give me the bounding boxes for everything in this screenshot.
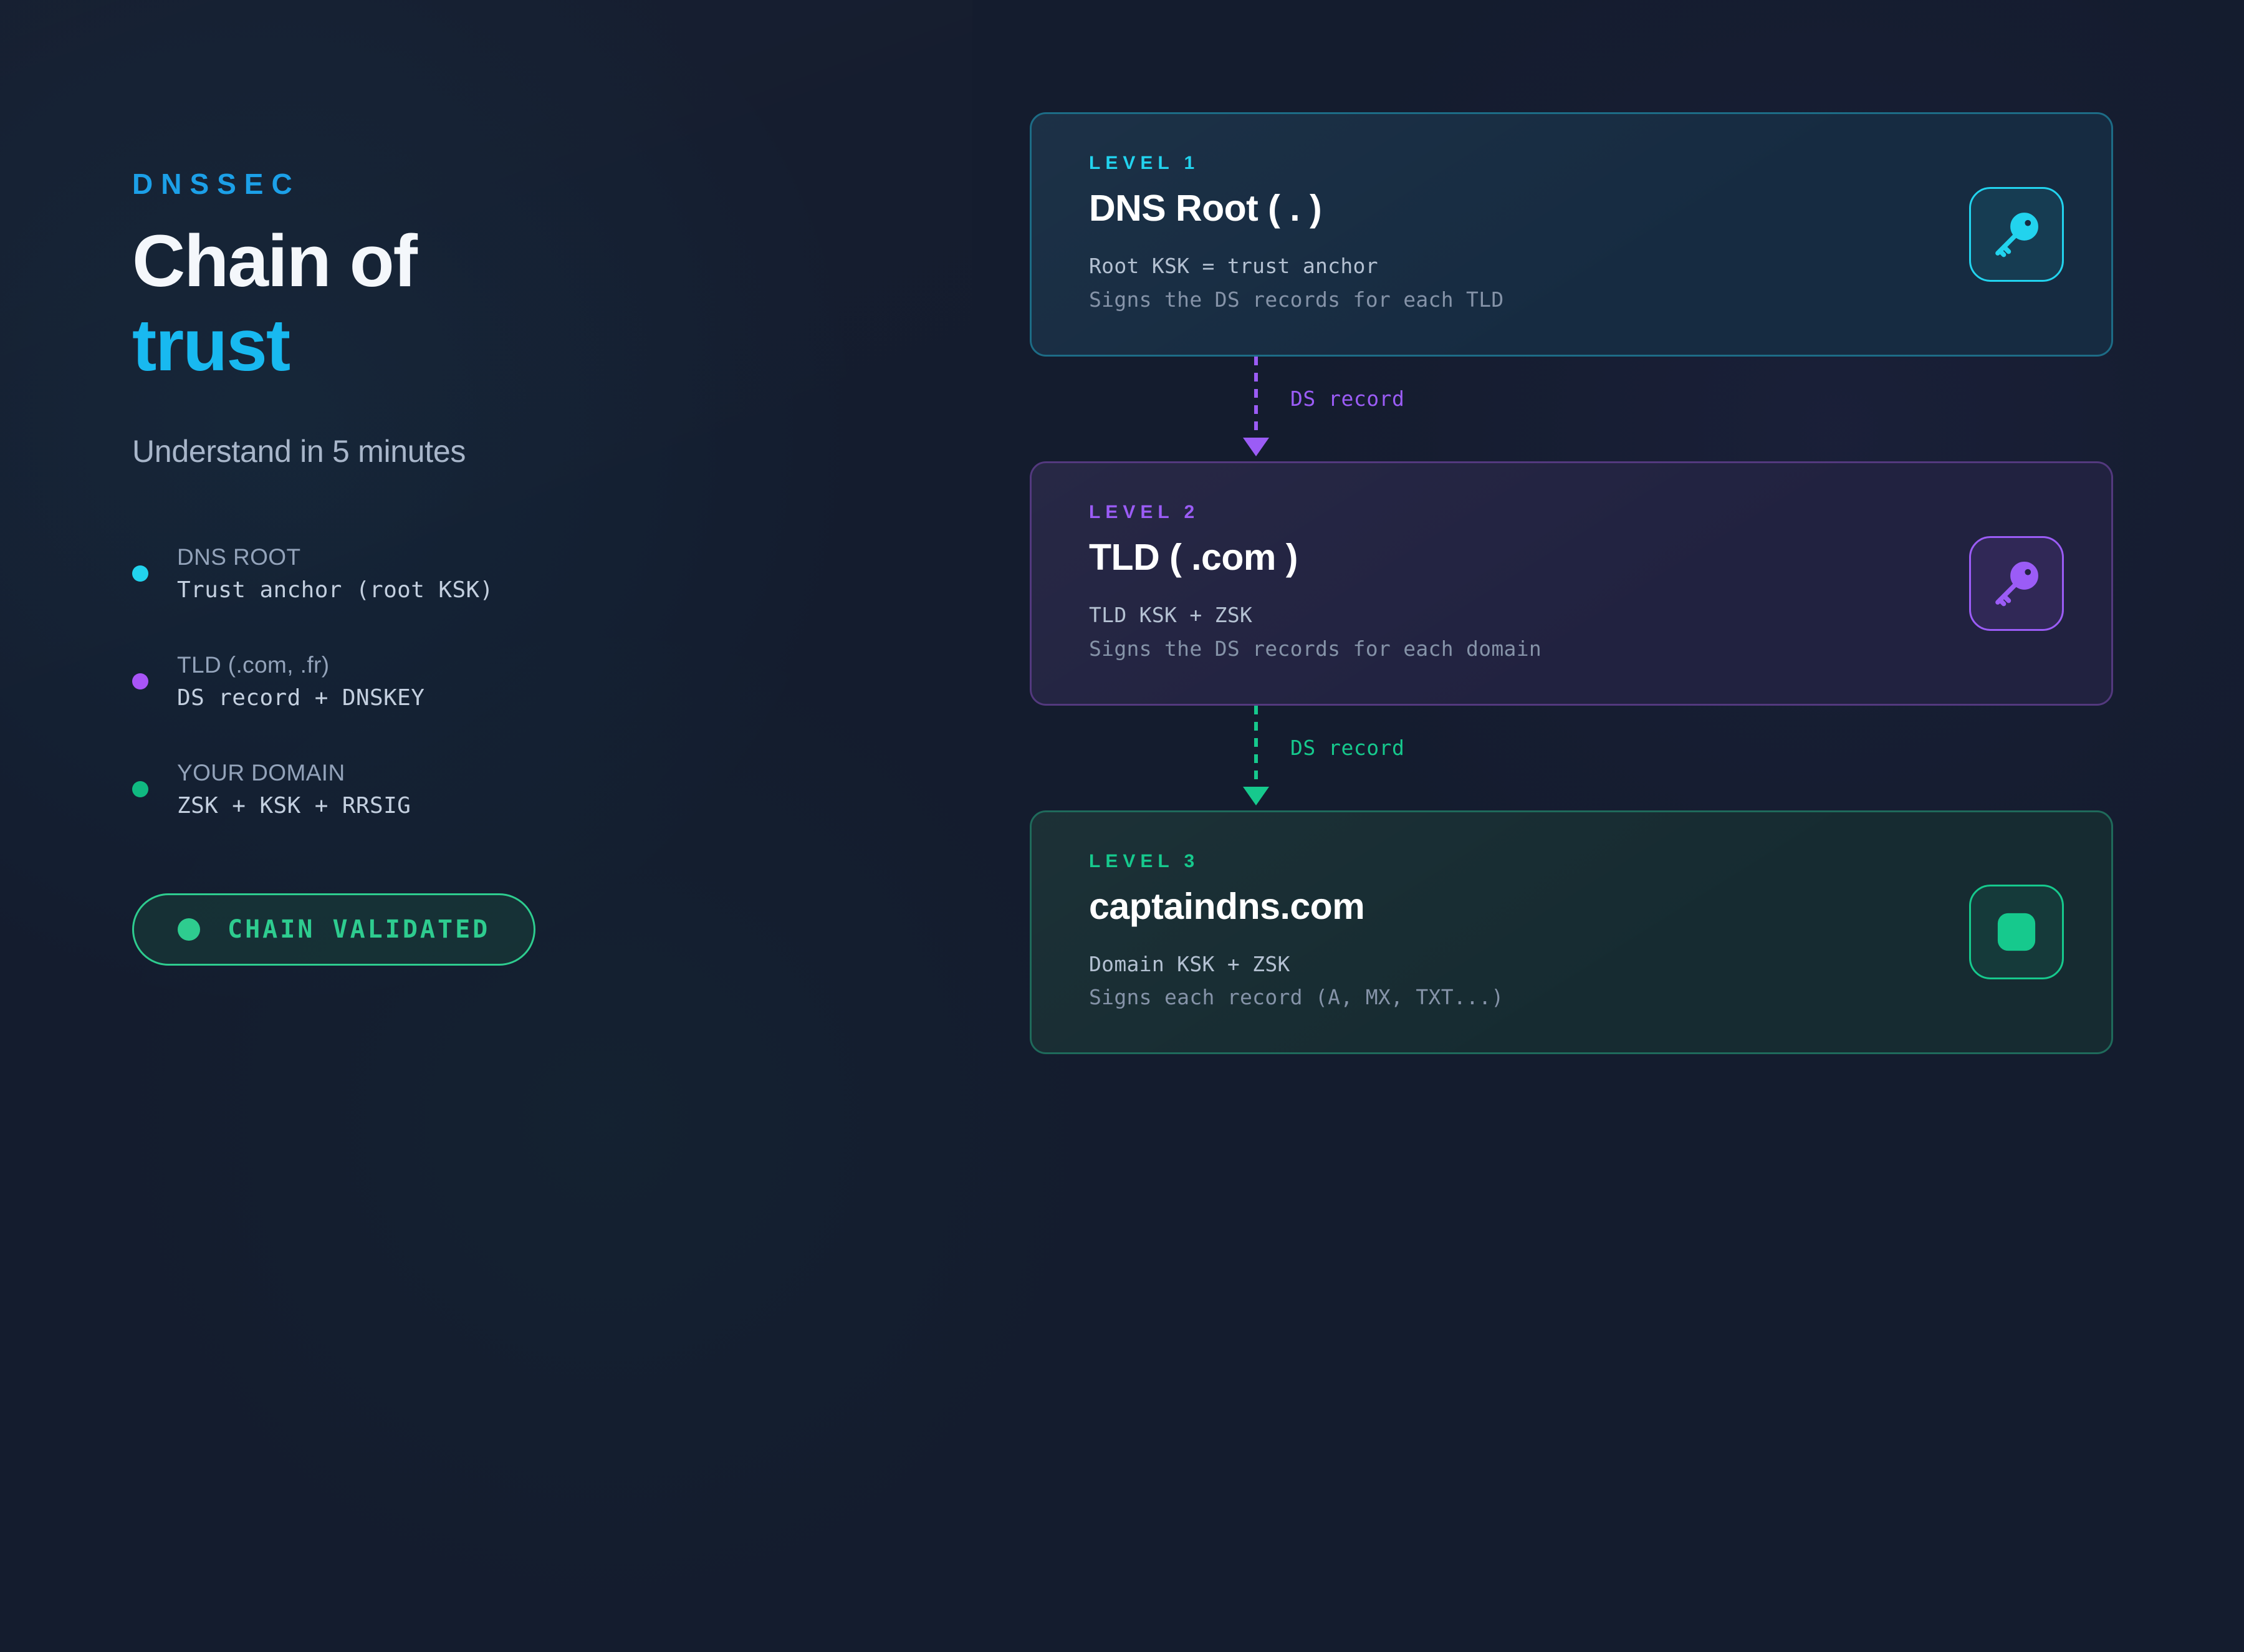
fact-label: TLD (.com, .fr) bbox=[177, 651, 330, 678]
card-body: LEVEL 2 TLD ( .com ) TLD KSK + ZSK Signs… bbox=[1089, 502, 2065, 664]
card-level-label: LEVEL 3 bbox=[1089, 850, 1200, 872]
connector-arrow-icon bbox=[1243, 786, 1269, 805]
connector-label: DS record bbox=[1290, 735, 1405, 760]
fact-value: Trust anchor (root KSK) bbox=[177, 577, 494, 603]
hero-panel: DNSSEC Chain of trust Understand in 5 mi… bbox=[132, 167, 942, 966]
connector-level-1-to-2: DS record bbox=[1030, 356, 2113, 461]
card-meta-primary: TLD KSK + ZSK bbox=[1089, 602, 1253, 627]
page-subtitle: Understand in 5 minutes bbox=[132, 433, 466, 469]
card-meta-secondary: Signs the DS records for each domain bbox=[1089, 636, 1542, 661]
chain-of-trust-column: LEVEL 1 DNS Root ( . ) Root KSK = trust … bbox=[1030, 112, 2113, 1055]
bullet-dot-icon bbox=[132, 565, 148, 582]
card-body: LEVEL 1 DNS Root ( . ) Root KSK = trust … bbox=[1089, 153, 2065, 315]
connector-line bbox=[1254, 356, 1258, 441]
headline-line-2: trust bbox=[132, 304, 290, 387]
card-title: TLD ( .com ) bbox=[1089, 536, 1298, 578]
card-meta-primary: Root KSK = trust anchor bbox=[1089, 254, 1378, 279]
eyebrow-label: DNSSEC bbox=[132, 168, 300, 200]
list-item: YOUR DOMAIN ZSK + KSK + RRSIG bbox=[132, 757, 942, 822]
list-item: TLD (.com, .fr) DS record + DNSKEY bbox=[132, 650, 942, 714]
bullet-dot-icon bbox=[132, 780, 148, 797]
card-meta-secondary: Signs the DS records for each TLD bbox=[1089, 287, 1504, 312]
status-dot-icon bbox=[178, 918, 200, 941]
fact-label: YOUR DOMAIN bbox=[177, 759, 345, 785]
chain-card-level-1: LEVEL 1 DNS Root ( . ) Root KSK = trust … bbox=[1030, 112, 2113, 357]
fact-value: ZSK + KSK + RRSIG bbox=[177, 793, 411, 819]
card-icon-tile bbox=[1969, 186, 2064, 282]
status-badge-label: CHAIN VALIDATED bbox=[228, 915, 491, 944]
status-badge: CHAIN VALIDATED bbox=[132, 893, 536, 966]
chain-card-level-3: LEVEL 3 captaindns.com Domain KSK + ZSK … bbox=[1030, 810, 2113, 1055]
bullet-dot-icon bbox=[132, 673, 148, 690]
connector-level-2-to-3: DS record bbox=[1030, 705, 2113, 810]
key-icon bbox=[1995, 212, 2038, 257]
chain-card-level-2: LEVEL 2 TLD ( .com ) TLD KSK + ZSK Signs… bbox=[1030, 461, 2113, 706]
card-meta-primary: Domain KSK + ZSK bbox=[1089, 951, 1290, 976]
card-level-label: LEVEL 1 bbox=[1089, 153, 1200, 173]
fact-value: DS record + DNSKEY bbox=[177, 685, 425, 711]
connector-line bbox=[1254, 705, 1258, 790]
card-meta-secondary: Signs each record (A, MX, TXT...) bbox=[1089, 985, 1504, 1010]
page-title: Chain of trust bbox=[132, 220, 942, 387]
connector-arrow-icon bbox=[1243, 437, 1269, 456]
key-icon bbox=[1995, 561, 2038, 607]
card-level-label: LEVEL 2 bbox=[1089, 501, 1200, 522]
rounded-square-icon bbox=[1997, 913, 2036, 951]
card-icon-tile bbox=[1969, 885, 2064, 980]
card-title: DNS Root ( . ) bbox=[1089, 188, 1322, 229]
list-item: DNS ROOT Trust anchor (root KSK) bbox=[132, 542, 942, 606]
fact-list: DNS ROOT Trust anchor (root KSK) TLD (.c… bbox=[132, 542, 942, 821]
connector-label: DS record bbox=[1290, 386, 1405, 411]
headline-line-1: Chain of bbox=[132, 220, 418, 302]
card-title: captaindns.com bbox=[1089, 885, 1365, 927]
card-body: LEVEL 3 captaindns.com Domain KSK + ZSK … bbox=[1089, 851, 2065, 1013]
card-icon-tile bbox=[1969, 535, 2064, 631]
fact-label: DNS ROOT bbox=[177, 544, 301, 570]
